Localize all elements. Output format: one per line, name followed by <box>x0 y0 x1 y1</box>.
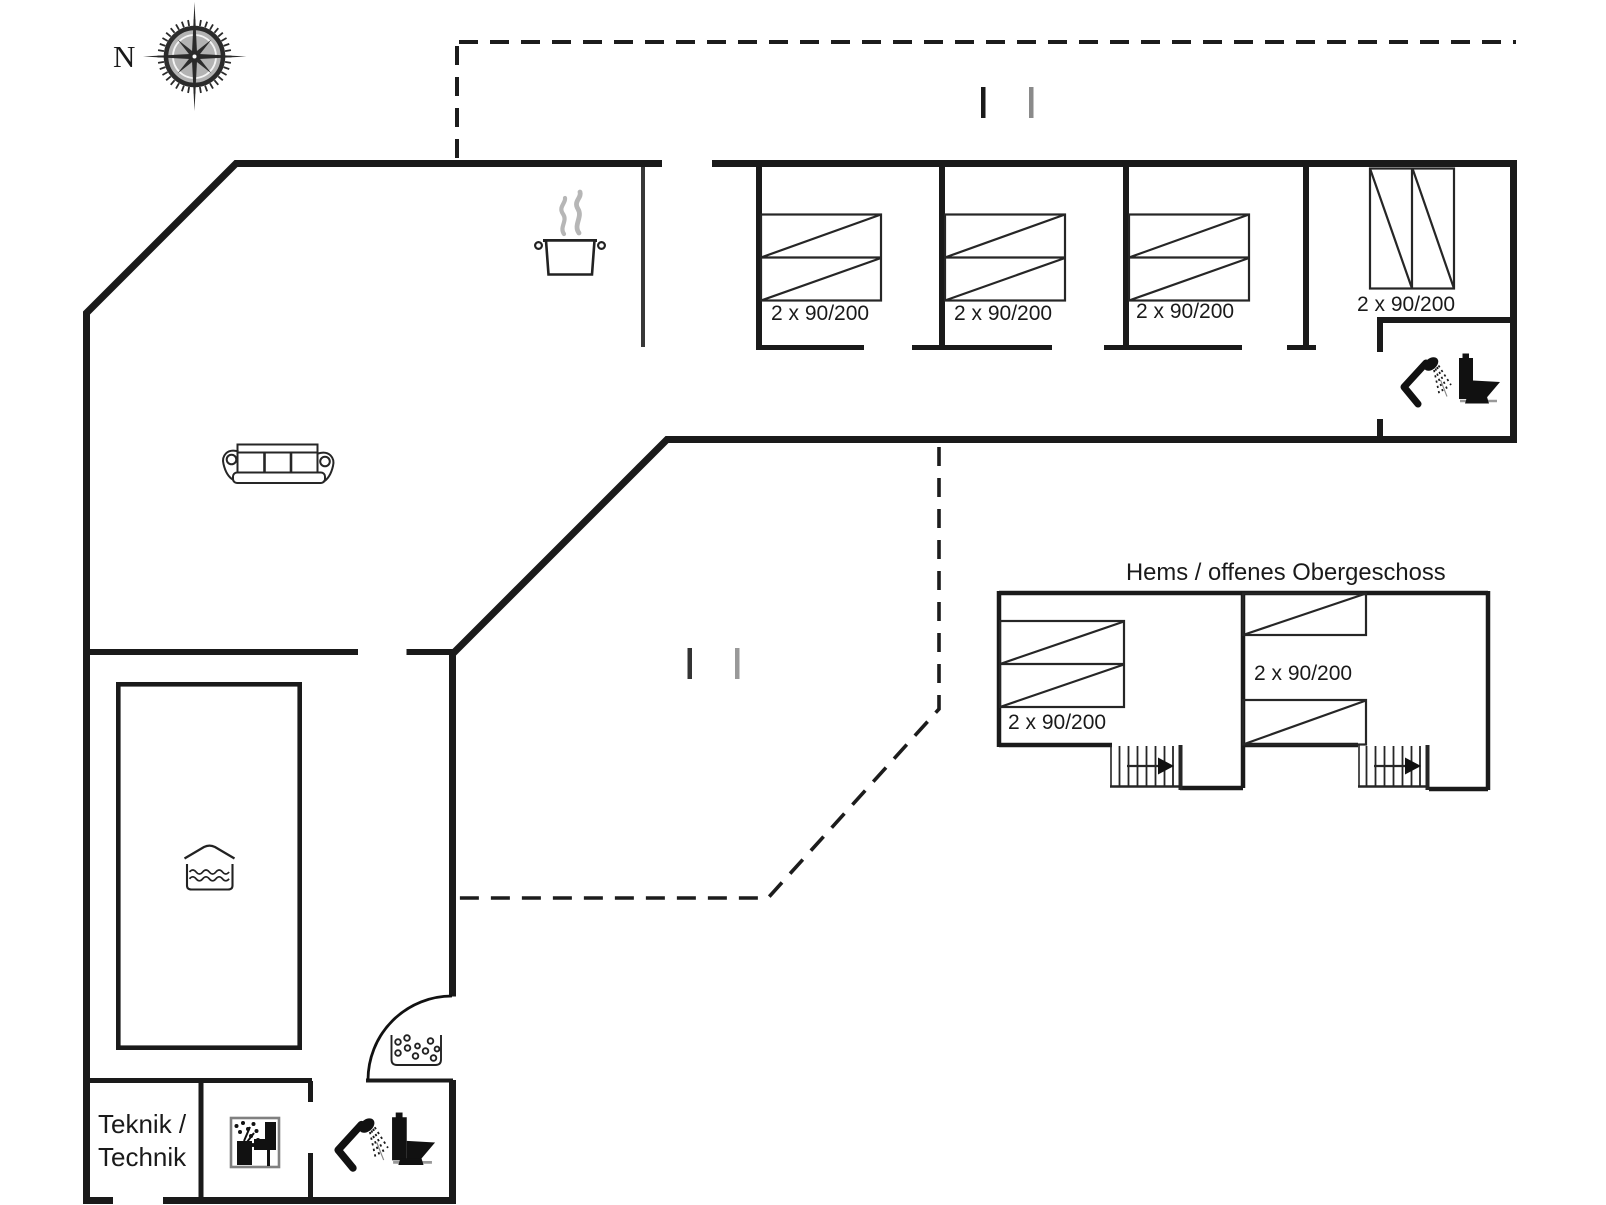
svg-text:2 x 90/200: 2 x 90/200 <box>771 302 869 325</box>
svg-text:Hems / offenes Obergeschoss: Hems / offenes Obergeschoss <box>1126 559 1446 586</box>
svg-text:2 x 90/200: 2 x 90/200 <box>1357 293 1455 316</box>
svg-text:Teknik /: Teknik / <box>98 1109 187 1139</box>
svg-text:2 x 90/200: 2 x 90/200 <box>1008 711 1106 734</box>
svg-text:Technik: Technik <box>98 1142 187 1172</box>
svg-text:2 x 90/200: 2 x 90/200 <box>954 302 1052 325</box>
svg-text:N: N <box>113 39 135 74</box>
svg-text:2 x 90/200: 2 x 90/200 <box>1254 662 1352 685</box>
svg-text:2 x 90/200: 2 x 90/200 <box>1136 300 1234 323</box>
